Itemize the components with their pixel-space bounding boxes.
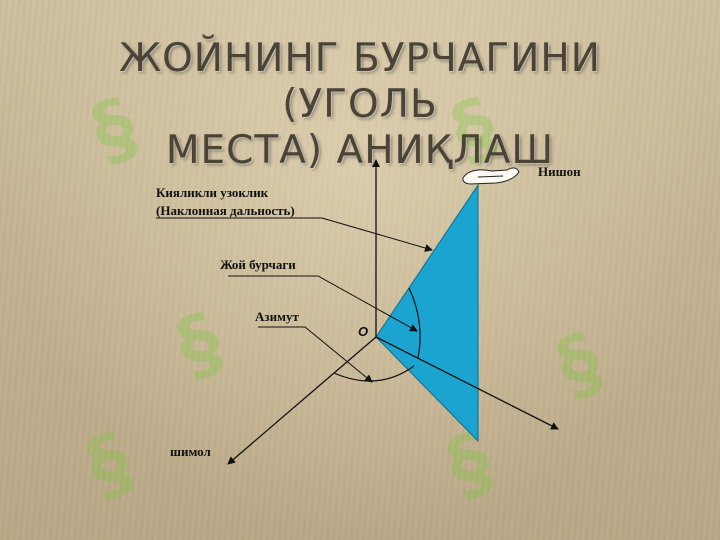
slide-title-line1: ЖОЙНИНГ БУРЧАГИНИ (УГОЛЬ [119, 36, 601, 127]
slide-title-line2: МЕСТА) АНИҚЛАШ [165, 128, 555, 173]
target-label: Нишон [538, 164, 581, 179]
slant-range-label: Кияликли узоклик [156, 185, 269, 200]
east-axis [375, 336, 559, 430]
slant-range-label-ru: (Наклонная дальность) [156, 203, 295, 218]
azimuth-leader [258, 326, 373, 383]
slant-range-leader [156, 217, 433, 252]
origin-label: O [358, 324, 369, 339]
north-label: шимол [170, 444, 211, 459]
azimuth-label: Азимут [255, 309, 299, 324]
elevation-triangle [375, 183, 479, 443]
airplane-icon [462, 167, 520, 185]
north-axis [227, 336, 377, 465]
azimuth-arc [333, 365, 415, 382]
elevation-angle-label: Жой бурчаги [220, 257, 296, 272]
elevation-angle-arc [408, 287, 421, 359]
slide-title: ЖОЙНИНГ БУРЧАГИНИ (УГОЛЬ МЕСТА) АНИҚЛАШ [60, 36, 660, 174]
elevation-angle-leader [228, 275, 418, 332]
